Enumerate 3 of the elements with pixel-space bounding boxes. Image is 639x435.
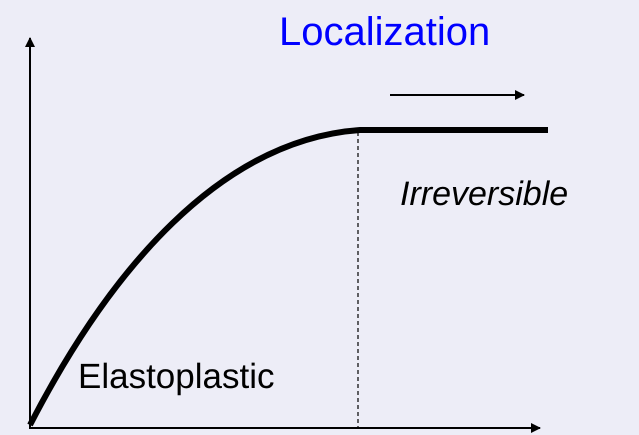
- region-label: Elastoplastic: [78, 358, 274, 396]
- phase-label: Irreversible: [400, 176, 568, 214]
- phase-label: Localization: [279, 10, 490, 54]
